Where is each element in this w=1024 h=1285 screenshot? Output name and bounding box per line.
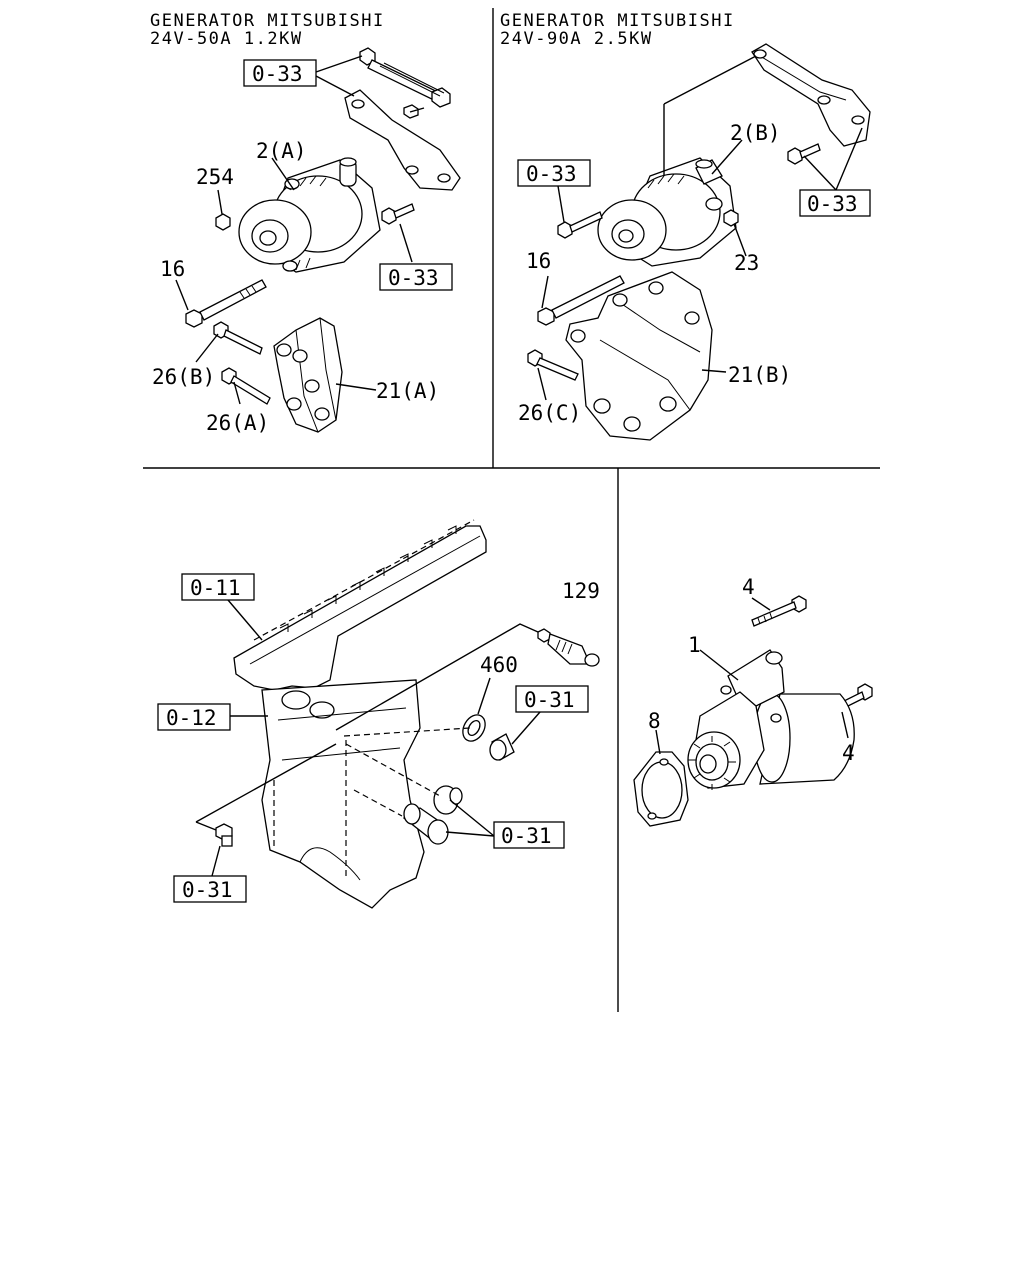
label-2b: 2(B) (730, 121, 781, 145)
label-21a: 21(A) (376, 379, 439, 403)
label-4-right: 4 (842, 741, 855, 765)
label-0-11: 0-11 (190, 576, 241, 600)
upper-bracket-b (751, 43, 871, 147)
label-2a: 2(A) (256, 139, 307, 163)
ref-box-0-31-sleeves (493, 821, 565, 849)
label-0-12: 0-12 (166, 706, 217, 730)
generator-b-title: GENERATOR MITSUBISHI (500, 11, 735, 31)
gasket-8 (633, 751, 689, 827)
bolt-26a (221, 367, 271, 405)
label-0-31-fitting: 0-31 (182, 878, 233, 902)
panel-d-leaders (655, 597, 849, 755)
panel-starter: 4 1 4 8 (633, 575, 873, 827)
generator-b-subtitle: 24V-90A 2.5KW (500, 29, 653, 49)
panel-dividers (143, 8, 880, 1012)
label-26b: 26(B) (152, 365, 215, 389)
stud-4-top (751, 595, 807, 627)
ref-box-0-33-top (243, 59, 317, 87)
panel-generator-a: GENERATOR MITSUBISHI 24V-50A 1.2KW (150, 11, 461, 435)
generator-a-subtitle: 24V-50A 1.2KW (150, 29, 303, 49)
panel-generator-b: GENERATOR MITSUBISHI 24V-90A 2.5KW (500, 11, 871, 441)
starter-motor (687, 649, 855, 790)
sensor-129 (537, 628, 600, 667)
adjust-strap-a (344, 89, 461, 191)
fitting-0-31 (215, 823, 233, 847)
label-4-top: 4 (742, 575, 755, 599)
label-23: 23 (734, 251, 759, 275)
ref-box-0-33-bolt (379, 263, 453, 291)
panel-b-leaders (537, 55, 863, 401)
label-0-33-bolt: 0-33 (388, 266, 439, 290)
label-26c: 26(C) (518, 401, 581, 425)
label-0-33-b-left: 0-33 (526, 162, 577, 186)
sleeve-upper (433, 785, 463, 815)
ref-box-0-31-plug (515, 685, 589, 713)
label-1: 1 (688, 633, 701, 657)
label-0-31-sleeves: 0-31 (501, 824, 552, 848)
bolt-0-33-b-right (787, 143, 821, 165)
bolt-0-33-b-left (557, 211, 603, 239)
label-26a: 26(A) (206, 411, 269, 435)
panel-a-leaders (175, 55, 413, 405)
label-16-b: 16 (526, 249, 551, 273)
generator-a-title: GENERATOR MITSUBISHI (150, 11, 385, 31)
nut-23 (723, 209, 739, 227)
label-129: 129 (562, 579, 600, 603)
panel-engine-block: 0-11 0-12 129 460 0-31 0-31 0-31 (157, 519, 600, 909)
cylinder-block (261, 679, 425, 909)
bolt-0-33-a (381, 203, 415, 225)
ref-box-0-31-fitting (173, 875, 247, 903)
label-460: 460 (480, 653, 518, 677)
bolt-26c (527, 349, 579, 381)
top-bolt-a (359, 47, 451, 108)
ref-box-0-33-b-left (517, 159, 591, 187)
bracket-21b (565, 271, 713, 441)
bolt-26b (213, 321, 263, 355)
label-0-33-b-right: 0-33 (807, 192, 858, 216)
plug-0-31 (489, 733, 515, 761)
label-21b: 21(B) (728, 363, 791, 387)
label-8: 8 (648, 709, 661, 733)
ref-box-0-33-b-right (799, 189, 871, 217)
bracket-21a (273, 317, 343, 433)
ref-box-0-11 (181, 573, 255, 601)
generator-a (238, 157, 381, 273)
nut-254 (215, 213, 231, 231)
sleeve-lower (402, 803, 449, 845)
long-bolt-16-a (185, 279, 267, 328)
label-0-33-top: 0-33 (252, 62, 303, 86)
panel-c-leaders (195, 599, 541, 877)
cylinder-head (233, 519, 487, 691)
ref-box-0-12 (157, 703, 231, 731)
generator-b (597, 157, 737, 267)
long-bolt-16-b (537, 275, 625, 326)
label-16-a: 16 (160, 257, 185, 281)
label-254: 254 (196, 165, 234, 189)
label-0-31-plug: 0-31 (524, 688, 575, 712)
